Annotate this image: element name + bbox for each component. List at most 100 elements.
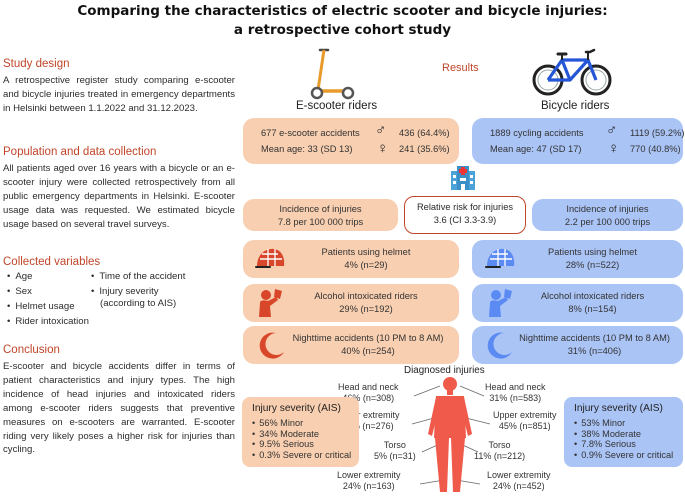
severity-item: 53% Minor [574,418,683,429]
conclusion-text: E-scooter and bicycle accidents differ i… [3,361,235,456]
bicycle-lower-label: Lower extremity [487,470,551,480]
bicycle-mean-age: Mean age: 47 (SD 17) [490,144,582,154]
escooter-torso-value: 5% (n=31) [374,451,416,461]
severity-item: 0.3% Severe or critical [252,450,359,461]
escooter-alcohol-box: Alcohol intoxicated riders 29% (n=192) [243,284,459,322]
title-line-1: Comparing the characteristics of electri… [77,3,608,19]
bicycle-helmet-value: 28% (n=522) [565,259,620,270]
bicycle-helmet-title: Patients using helmet [548,247,637,257]
relative-risk-value: 3.6 (CI 3.3-3.9) [433,215,497,225]
bicycle-torso-label: Torso [488,440,511,450]
severity-item: 0.9% Severe or critical [574,450,683,461]
diagnosed-injuries-title: Diagnosed injuries [404,365,485,376]
title-line-2: a retrospective cohort study [233,22,452,38]
male-symbol-icon: ♂ [375,122,387,139]
results-heading: Results [442,62,479,74]
escooter-helmet-value: 4% (n=29) [344,259,388,270]
bicycle-group-label: Bicycle riders [541,100,610,112]
moon-icon [487,332,512,359]
bicycle-head-injury: Head and neck 31% (n=583) [485,382,546,404]
escooter-upper-label: Upper extremity [336,410,400,420]
variable-item: Sex [7,286,89,301]
bicycle-alcohol-title: Alcohol intoxicated riders [540,291,645,301]
bicycle-incidence-title: Incidence of injuries [566,204,649,214]
escooter-incidence-value: 7.8 per 100 000 trips [277,216,364,227]
bicycle-lower-injury: Lower extremity 24% (n=452) [487,470,551,492]
escooter-nighttime-title: Nighttime accidents (10 PM to 8 AM) [292,333,444,343]
escooter-head-label: Head and neck [338,382,399,392]
study-design-heading: Study design [3,58,70,70]
female-symbol-icon: ♀ [377,140,389,157]
relative-risk-box: Relative risk for injuries 3.6 (CI 3.3-3… [404,196,526,234]
bicycle-severity-box: Injury severity (AIS) 53% Minor 38% Mode… [564,397,683,467]
bicycle-upper-value: 45% (n=851) [498,421,551,431]
escooter-nighttime-value: 40% (n=254) [341,345,395,356]
escooter-head-injury: Head and neck 46% (n=308) [338,382,399,404]
severity-item: 34% Moderate [252,429,359,440]
variables-heading: Collected variables [3,256,101,268]
escooter-male-count: 436 (64.4%) [399,128,450,138]
bicycle-incidence-value: 2.2 per 100 000 trips [564,216,651,227]
escooter-torso-injury: Torso 5% (n=31) [374,440,416,462]
study-design-text: A retrospective register study comparing… [3,75,235,114]
severity-item: 9.5% Serious [252,439,359,450]
severity-item: 56% Minor [252,418,359,429]
bicycle-icon [532,48,612,96]
page-title: Comparing the characteristics of electri… [0,2,685,40]
bicycle-demographics-box: 1889 cycling accidents Mean age: 47 (SD … [472,118,685,164]
escooter-helmet-title: Patients using helmet [321,247,411,257]
helmet-icon [485,248,515,268]
bicycle-female-count: 770 (40.8%) [630,144,681,154]
escooter-demographics-box: 677 e-scooter accidents Mean age: 33 (SD… [243,118,459,164]
escooter-torso-label: Torso [383,440,406,450]
escooter-upper-injury: Upper extremity 41% (n=276) [336,410,400,432]
variable-item: Helmet usage [7,301,89,316]
escooter-lower-value: 24% (n=163) [342,481,395,491]
bicycle-head-label: Head and neck [485,382,546,392]
bicycle-torso-value: 11% (n=212) [474,451,526,461]
escooter-alcohol-value: 29% (n=192) [339,303,393,314]
conclusion-heading: Conclusion [3,344,60,356]
helmet-icon [255,248,285,268]
relative-risk-title: Relative risk for injuries [416,202,514,212]
bicycle-nighttime-value: 31% (n=406) [567,345,622,356]
escooter-severity-title: Injury severity (AIS) [252,403,341,414]
escooter-mean-age: Mean age: 33 (SD 13) [261,144,353,154]
escooter-incidence-box: Incidence of injuries 7.8 per 100 000 tr… [243,199,398,231]
escooter-group-label: E-scooter riders [296,100,378,112]
population-text: All patients aged over 16 years with a b… [3,163,235,230]
escooter-head-value: 46% (n=308) [342,393,395,403]
bicycle-nighttime-title: Nighttime accidents (10 PM to 8 AM) [519,333,670,343]
human-body-icon [411,377,491,492]
female-symbol-icon: ♀ [608,140,620,157]
escooter-lower-label: Lower extremity [337,470,401,480]
scooter-icon [310,48,355,100]
variable-item-sub: (according to AIS) [100,298,177,309]
bicycle-helmet-box: Patients using helmet 28% (n=522) [472,240,683,278]
drinking-icon [489,289,512,317]
hospital-icon [451,166,475,190]
escooter-alcohol-title: Alcohol intoxicated riders [314,291,418,301]
bicycle-alcohol-value: 8% (n=154) [568,303,617,314]
bicycle-incidence-box: Incidence of injuries 2.2 per 100 000 tr… [532,199,683,231]
drinking-icon [259,289,282,317]
bicycle-severity-title: Injury severity (AIS) [574,403,663,414]
escooter-upper-value: 41% (n=276) [341,421,394,431]
escooter-nighttime-box: Nighttime accidents (10 PM to 8 AM) 40% … [243,326,459,364]
variable-item: Rider intoxication [7,316,89,331]
escooter-severity-box: Injury severity (AIS) 56% Minor 34% Mode… [242,397,359,467]
male-symbol-icon: ♂ [606,122,618,139]
population-heading: Population and data collection [3,146,157,158]
bicycle-torso-injury: Torso 11% (n=212) [474,440,525,462]
bicycle-head-value: 31% (n=583) [489,393,542,403]
escooter-incidence-title: Incidence of injuries [279,204,362,214]
bicycle-upper-label: Upper extremity [493,410,557,420]
escooter-lower-injury: Lower extremity 24% (n=163) [337,470,401,492]
variable-item: Injury severity [91,286,185,298]
severity-item: 38% Moderate [574,429,683,440]
moon-icon [259,332,284,359]
bicycle-nighttime-box: Nighttime accidents (10 PM to 8 AM) 31% … [472,326,683,364]
severity-item: 7.8% Serious [574,439,683,450]
variable-item: Time of the accident [91,271,185,286]
bicycle-male-count: 1119 (59.2%) [630,128,685,138]
